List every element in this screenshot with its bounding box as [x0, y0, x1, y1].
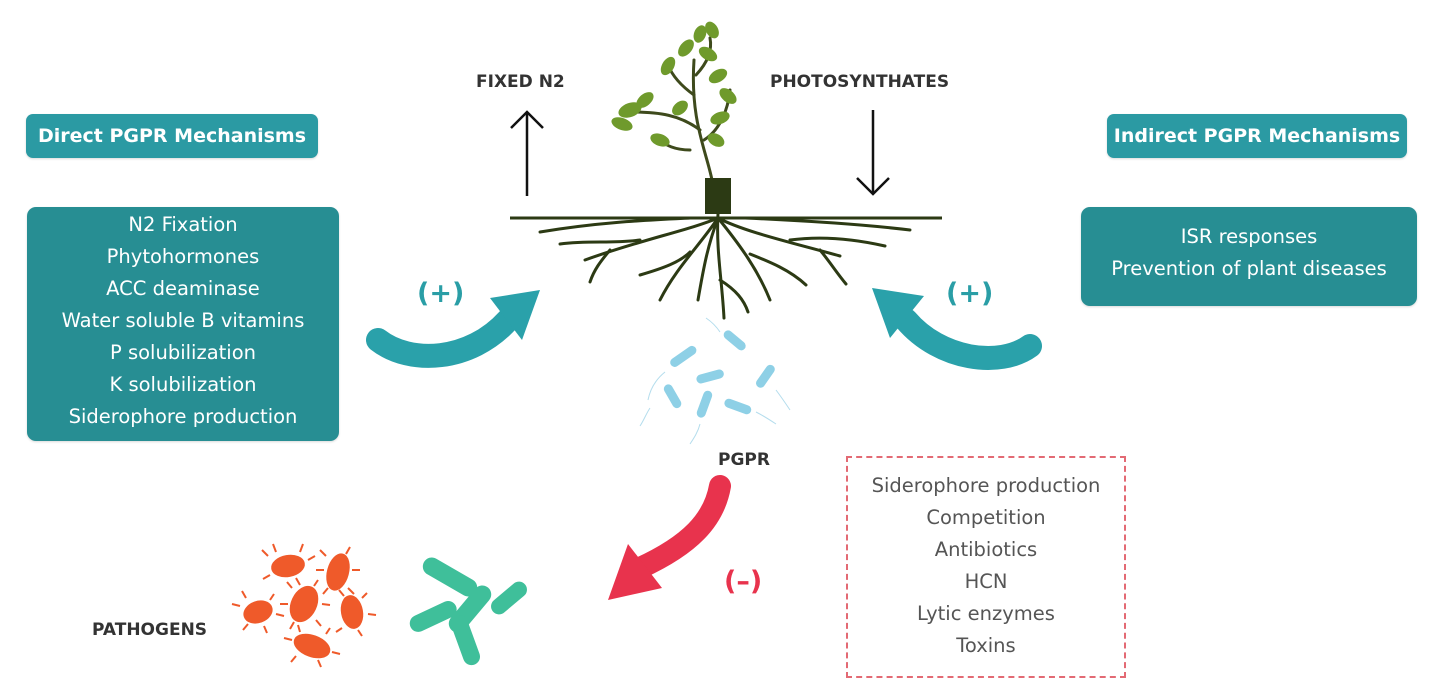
antagonism-item: Competition	[926, 506, 1046, 529]
photosynthates-label: PHOTOSYNTHATES	[770, 72, 950, 92]
antagonism-item: Lytic enzymes	[917, 602, 1055, 625]
pathogens-label: PATHOGENS	[92, 620, 208, 640]
direct-item: P solubilization	[110, 341, 256, 364]
antagonism-mechanisms-box: Siderophore production Competition Antib…	[846, 456, 1126, 678]
indirect-item: Prevention of plant diseases	[1111, 257, 1387, 280]
left-plus-arrow-icon	[366, 290, 540, 368]
pgpr-bacteria-icon	[639, 317, 791, 445]
direct-mechanisms-panel: N2 Fixation Phytohormones ACC deaminase …	[27, 207, 339, 441]
direct-item: K solubilization	[109, 373, 257, 396]
direct-item: ACC deaminase	[106, 277, 260, 300]
indirect-plus-sign: (+)	[946, 278, 994, 309]
pgpr-label: PGPR	[718, 450, 770, 470]
red-minus-arrow-icon	[608, 475, 731, 600]
up-arrow-icon	[510, 110, 544, 196]
direct-item: Water soluble B vitamins	[61, 309, 305, 332]
antagonism-item: Siderophore production	[871, 474, 1101, 497]
antagonism-item: HCN	[964, 570, 1008, 593]
down-arrow-icon	[856, 110, 890, 196]
indirect-item: ISR responses	[1180, 225, 1318, 248]
indirect-mechanisms-panel: ISR responses Prevention of plant diseas…	[1081, 207, 1417, 306]
pathogen-bacteria-icon	[409, 557, 527, 666]
fixed-n2-label: FIXED N2	[476, 72, 565, 92]
pathogen-virus-icon	[231, 543, 377, 668]
direct-item: N2 Fixation	[128, 213, 238, 236]
antagonism-item: Toxins	[956, 634, 1016, 657]
direct-plus-sign: (+)	[417, 278, 465, 309]
right-plus-arrow-icon	[872, 288, 1042, 370]
direct-item: Siderophore production	[68, 405, 298, 428]
indirect-mechanisms-header: Indirect PGPR Mechanisms	[1107, 114, 1407, 158]
direct-item: Phytohormones	[106, 245, 260, 268]
direct-mechanisms-header: Direct PGPR Mechanisms	[26, 114, 318, 158]
roots-icon	[538, 212, 912, 320]
plant-icon	[611, 21, 737, 214]
antagonism-item: Antibiotics	[934, 538, 1038, 561]
antagonism-minus-sign: (–)	[724, 566, 763, 597]
